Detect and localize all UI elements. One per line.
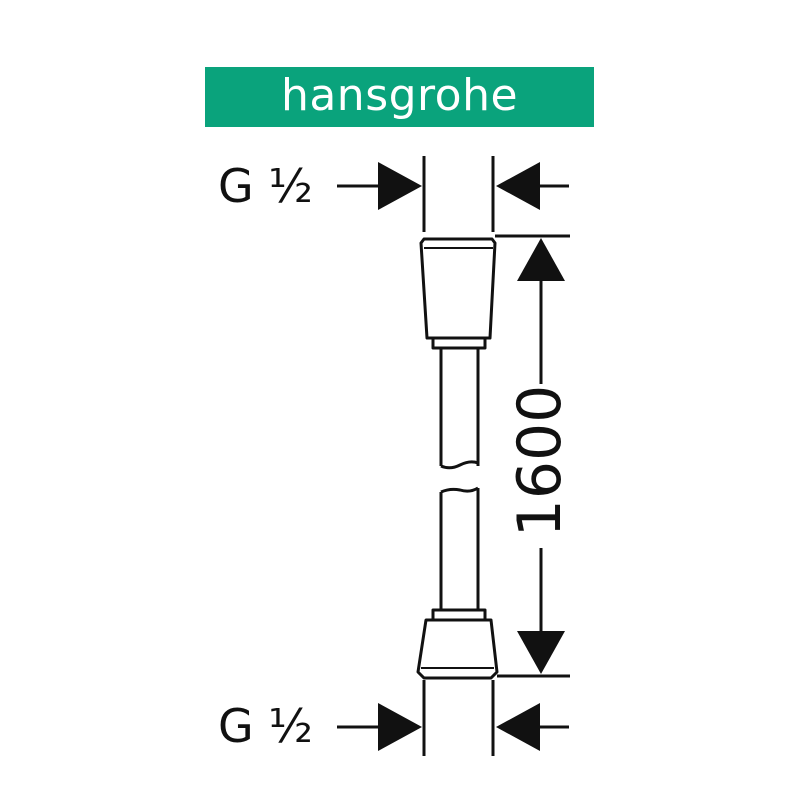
thread-label-top: G ½ [218,159,313,213]
hose-break-upper [440,460,479,470]
top-collar [431,336,487,350]
top-nut [419,237,497,340]
bottom-arrow-right [496,703,540,751]
brand-name: hansgrohe [280,69,519,121]
top-arrow-left [378,162,422,210]
top-arrow-right [496,162,540,210]
length-arrow-bottom [517,631,565,674]
length-arrow-top [517,238,565,281]
brand-logo: hansgrohe [205,67,594,127]
hose-lower [439,488,480,610]
thread-label-bottom: G ½ [218,699,313,753]
hose-break-lower [440,486,479,494]
hose-upper [439,348,480,466]
bottom-nut [416,618,499,680]
bottom-arrow-left [378,703,422,751]
